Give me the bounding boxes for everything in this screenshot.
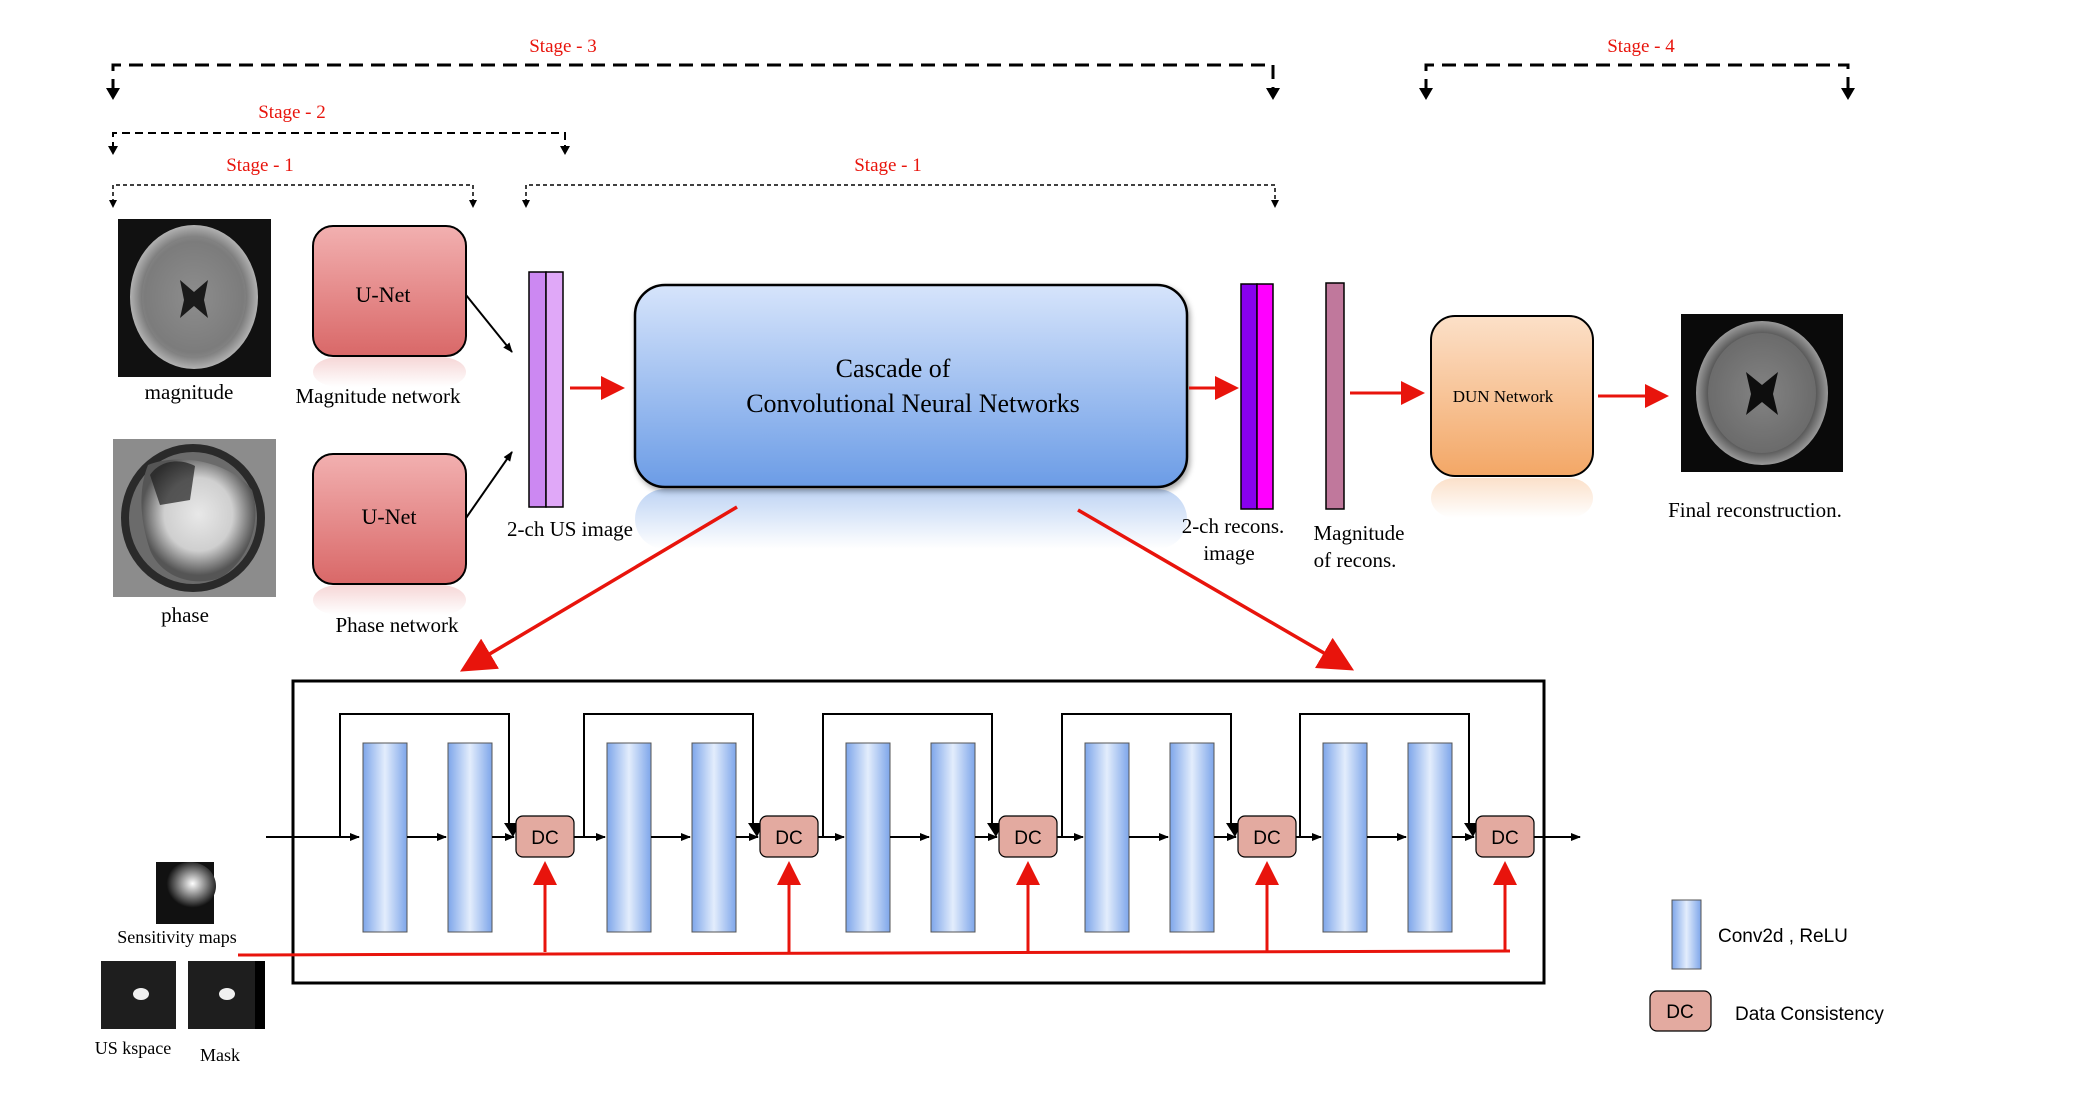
magnitude-label: magnitude [145,380,234,404]
unet-top-label: U-Net [356,282,411,307]
arrow-cascade-to-detail-right [1077,508,1355,671]
skip-connection [583,713,754,837]
conv-block [1169,742,1215,933]
dun-label: DUN Network [1453,387,1554,406]
cascade-title-line2: Convolutional Neural Networks [746,389,1080,418]
legend-dc-swatch [1649,990,1712,1032]
magnitude-recons-line1: Magnitude [1314,521,1405,545]
skip-connection [1061,713,1232,837]
mask-label: Mask [200,1045,240,1065]
unet-magnitude-block: U-Net [312,225,467,387]
recons-label-line1: 2-ch recons. [1182,514,1285,538]
sensitivity-maps-label: Sensitivity maps [117,927,237,947]
unet-bottom-label: U-Net [362,504,417,529]
cascade-detail-box [291,679,1546,985]
magnitude-recons-bar [1325,282,1345,510]
magnitude-recons-line2: of recons. [1314,548,1397,572]
us-kspace-image [101,961,176,1029]
skip-connection [822,713,993,837]
conv-block [845,742,891,933]
us-image-channels [528,271,564,508]
final-label: Final reconstruction. [1668,498,1842,522]
dc-block-label: DC [1014,828,1041,849]
dc-block-label: DC [1491,828,1518,849]
legend-conv-label: Conv2d , ReLU [1718,926,1848,947]
legend-conv-swatch [1671,899,1702,970]
stage-1-right-bracket [525,184,1276,203]
stage-4-label: Stage - 4 [1607,36,1675,57]
stage-4-bracket [1424,63,1850,93]
unet-phase-block: U-Net [312,453,467,615]
conv-block [691,742,737,933]
stage-2-label: Stage - 2 [258,102,326,123]
stage-1-right-label: Stage - 1 [854,155,922,176]
dc-block-label: DC [531,828,558,849]
magnitude-network-label: Magnitude network [295,384,461,408]
skip-connection [339,713,510,837]
recons-image-channels [1240,283,1274,510]
conv-block [930,742,976,933]
conv-block [606,742,652,933]
mask-image [188,961,265,1029]
phase-network-label: Phase network [335,613,459,637]
legend-dc-symbol: DC [1666,1002,1693,1023]
stage-2-bracket [112,132,566,150]
phase-label: phase [161,603,209,627]
conv-block [1084,742,1130,933]
stage-1-left-label: Stage - 1 [226,155,294,176]
dc-block-label: DC [775,828,802,849]
recons-label-line2: image [1203,541,1254,565]
stage-1-left-bracket [112,184,474,203]
arrow-unet-bottom-to-us [465,451,513,519]
stage-3-label: Stage - 3 [529,36,597,57]
skip-connection [1299,713,1470,837]
sensitivity-map-image [156,862,216,924]
us-image-label: 2-ch US image [507,517,633,541]
cascade-block: Cascade of Convolutional Neural Networks [633,283,1189,549]
dc-block-label: DC [1253,828,1280,849]
dun-block: DUN Network [1430,315,1594,518]
legend-dc-label: Data Consistency [1735,1004,1884,1025]
arrow-unet-top-to-us [465,294,513,353]
magnitude-image [118,219,271,377]
phase-image [113,439,276,597]
conv-block [1407,742,1453,933]
conv-block [362,742,408,933]
stage-brackets: Stage - 3 Stage - 2 Stage - 1 Stage - 1 … [106,36,1855,208]
conv-block [1322,742,1368,933]
final-reconstruction-image [1681,314,1843,472]
conv-block [447,742,493,933]
cascade-stages: DC DC DC DC DC [339,713,1535,952]
arrow-cascade-to-detail-left [459,505,738,672]
us-kspace-label: US kspace [95,1038,171,1058]
stage-3-bracket [111,63,1275,93]
dc-input-bus [237,949,1511,957]
cascade-title-line1: Cascade of [836,354,951,383]
